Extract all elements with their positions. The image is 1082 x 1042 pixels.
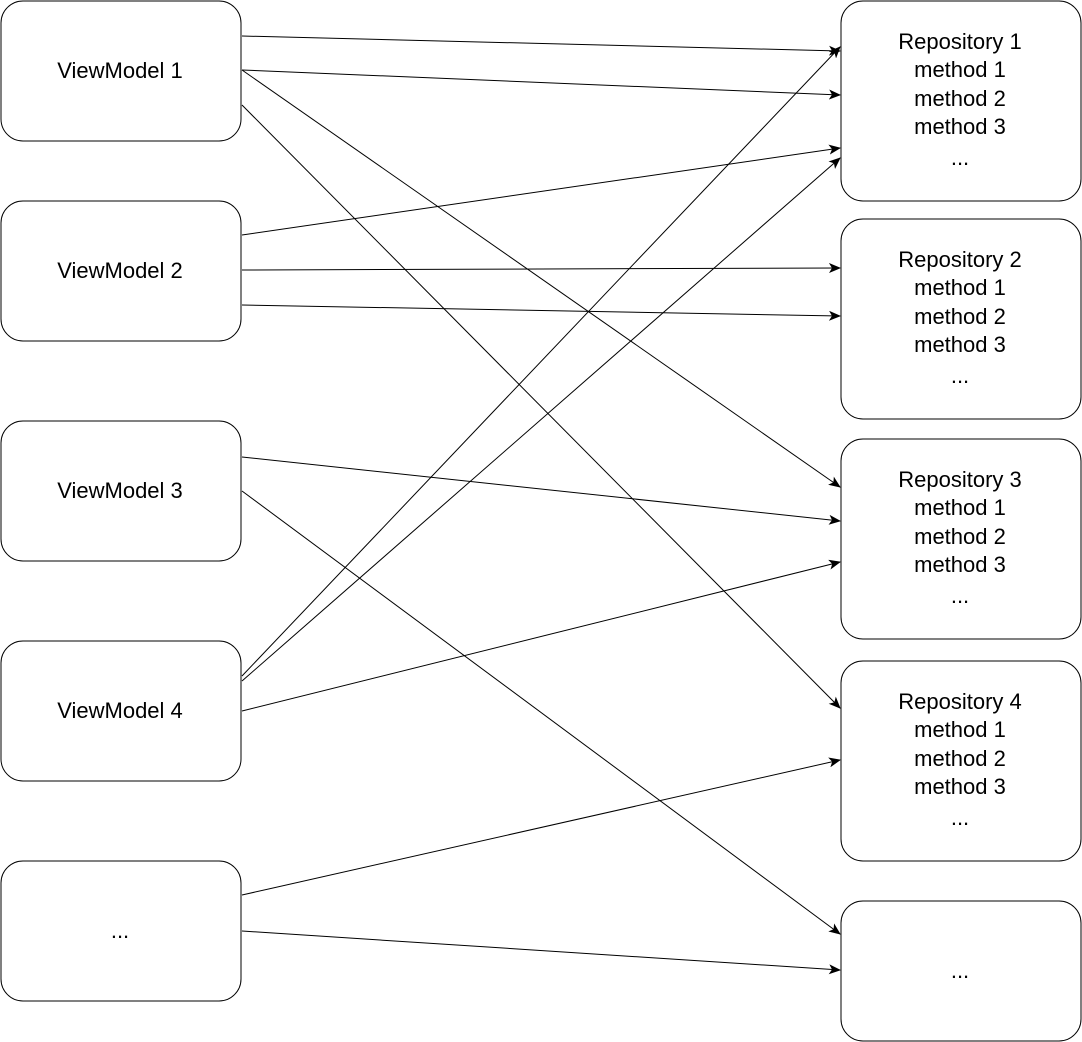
arrow-vm2-to-r2 xyxy=(241,304,841,321)
repository-2-method-3: method 3 xyxy=(914,332,1006,357)
repository-3-method-3: method 3 xyxy=(914,552,1006,577)
repository-more-label: ... xyxy=(951,958,969,983)
viewmodel-2-label: ViewModel 2 xyxy=(57,258,183,283)
repository-2-ellipsis: ... xyxy=(951,363,969,388)
repository-2-method-2: method 2 xyxy=(914,304,1006,329)
arrow-vm3-to-r5 xyxy=(241,490,841,935)
arrow-vm1-to-r1 xyxy=(241,35,841,56)
repository-3-ellipsis: ... xyxy=(951,583,969,608)
arrow-vm2-to-r2 xyxy=(241,263,841,274)
repository-1-method-3: method 3 xyxy=(914,114,1006,139)
viewmodel-node-4: ViewModel 4 xyxy=(0,640,242,782)
viewmodel-node-more: ... xyxy=(0,860,242,1002)
arrow-vm3-to-r3 xyxy=(241,456,841,525)
arrow-vm1-to-r3 xyxy=(241,69,841,488)
arrow-vm5-to-r4 xyxy=(241,757,841,896)
repository-1-method-2: method 2 xyxy=(914,86,1006,111)
arrow-vm5-to-r5 xyxy=(241,930,841,975)
arrow-vm1-to-r4 xyxy=(241,104,841,709)
repository-4-ellipsis: ... xyxy=(951,805,969,830)
repository-1-ellipsis: ... xyxy=(951,145,969,170)
repository-1-method-1: method 1 xyxy=(914,57,1006,82)
repository-node-1: Repository 1 method 1 method 2 method 3 … xyxy=(840,0,1082,202)
viewmodel-3-label: ViewModel 3 xyxy=(57,478,183,503)
repository-node-3: Repository 3 method 1 method 2 method 3 … xyxy=(840,438,1082,640)
repository-node-4: Repository 4 method 1 method 2 method 3 … xyxy=(840,660,1082,862)
repository-4-method-2: method 2 xyxy=(914,746,1006,771)
arrow-vm1-to-r1 xyxy=(241,69,841,100)
viewmodel-1-label: ViewModel 1 xyxy=(57,58,183,83)
connection-arrows xyxy=(241,35,841,975)
repository-node-more: ... xyxy=(840,900,1082,1042)
repository-3-method-2: method 2 xyxy=(914,524,1006,549)
repository-3-title: Repository 3 xyxy=(898,467,1022,492)
repository-2-title: Repository 2 xyxy=(898,247,1022,272)
repository-4-method-3: method 3 xyxy=(914,774,1006,799)
repository-3-method-1: method 1 xyxy=(914,495,1006,520)
repository-4-title: Repository 4 xyxy=(898,689,1022,714)
arrow-vm2-to-r1 xyxy=(241,144,841,236)
arrow-vm4-to-r1 xyxy=(241,157,841,682)
repository-node-2: Repository 2 method 1 method 2 method 3 … xyxy=(840,218,1082,420)
arrow-vm4-to-r3 xyxy=(241,559,841,712)
viewmodel-node-3: ViewModel 3 xyxy=(0,420,242,562)
repository-4-method-1: method 1 xyxy=(914,717,1006,742)
viewmodel-4-label: ViewModel 4 xyxy=(57,698,183,723)
repository-1-title: Repository 1 xyxy=(898,29,1022,54)
viewmodel-more-label: ... xyxy=(111,918,129,943)
viewmodel-node-1: ViewModel 1 xyxy=(0,0,242,142)
repository-2-method-1: method 1 xyxy=(914,275,1006,300)
arrow-vm4-to-r1 xyxy=(241,46,841,677)
viewmodel-node-2: ViewModel 2 xyxy=(0,200,242,342)
